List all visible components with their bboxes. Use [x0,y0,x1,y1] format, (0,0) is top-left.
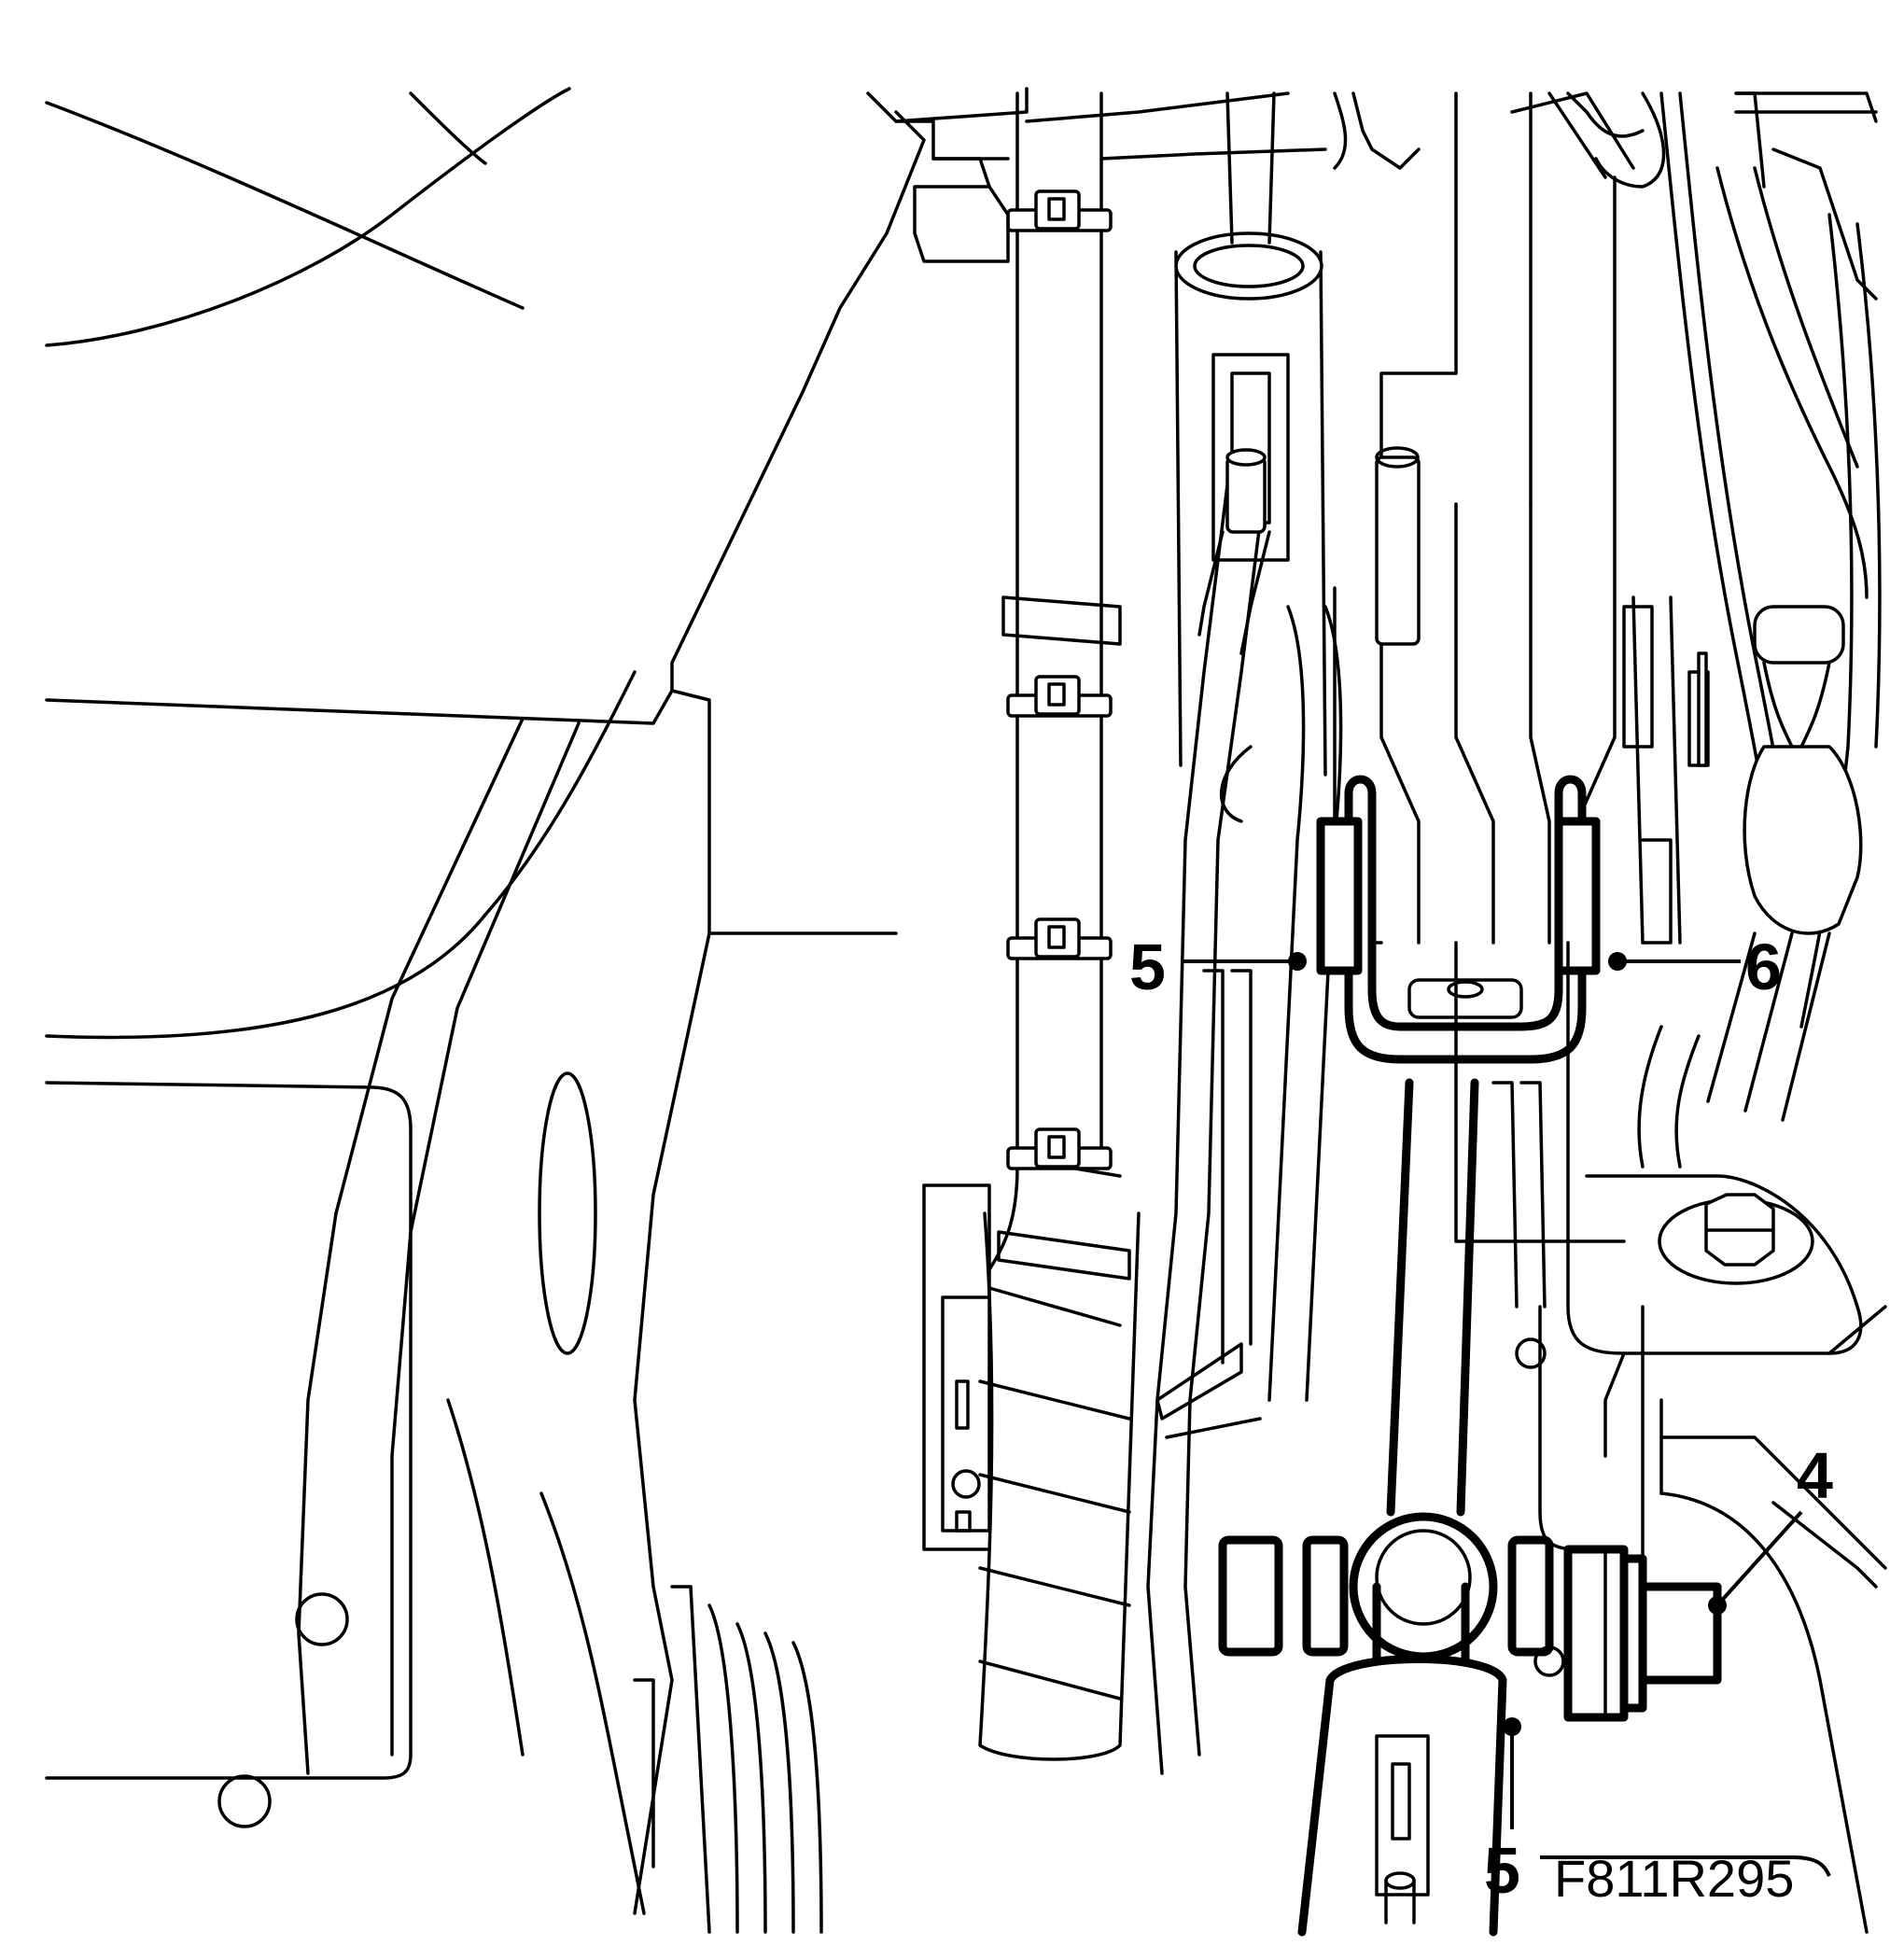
wiring-harness [978,91,1141,1761]
figure-reference-code: F811R295 [1554,1849,1794,1908]
nut-and-bolt [1515,1305,1722,1722]
top-frame [1025,91,1878,170]
ball-joint [1218,1512,1554,1937]
lower-left-bracket [922,1183,991,1551]
pulley [633,1585,823,1934]
callout-label: 6 [1745,931,1782,1003]
cable-tie [1006,917,1113,960]
right-bracket [1454,941,1887,1934]
callout-label: 5 [1484,1834,1520,1907]
clevis [1316,775,1601,1064]
cable-tie [1006,1127,1113,1170]
selector-rod [1386,1078,1547,1517]
engine-housing [45,87,926,1915]
cable-tie [1006,675,1113,718]
callout-label: 5 [1129,931,1166,1003]
cable-tie [1006,189,1113,232]
tube-sleeve [1174,91,1327,777]
callout-label: 4 [1797,1439,1833,1512]
callout-leaders [1181,952,1831,1877]
upper-bracket [866,87,1029,263]
right-hose-bundle [1510,91,1882,1169]
